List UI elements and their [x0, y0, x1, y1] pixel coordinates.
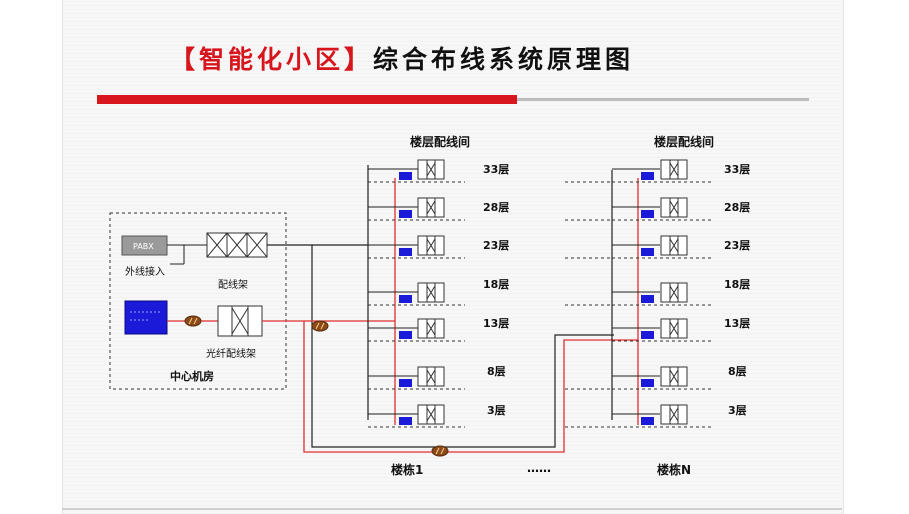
pabx-unit: PABX [121, 235, 168, 256]
building-n-label: 楼栋N [657, 462, 691, 477]
building-1-riser [367, 159, 465, 428]
b1-floor-label: 28层 [483, 201, 509, 214]
bn-floor-label: 3层 [728, 404, 747, 417]
b1-floor-label: 13层 [483, 317, 509, 330]
bn-closet-label: 楼层配线间 [654, 134, 714, 149]
trunk-coil-icon [311, 320, 329, 332]
b1-floor-label: 3层 [487, 404, 506, 417]
b1-floor-label: 8层 [487, 365, 506, 378]
bn-floor-row [565, 197, 712, 221]
building-1-label: 楼栋1 [391, 462, 423, 477]
pabx-label: PABX [133, 242, 154, 251]
outside-line-label: 外线接入 [125, 265, 165, 278]
bn-floor-row [565, 366, 712, 390]
b1-floor-row [368, 235, 465, 259]
center-room-label: 中心机房 [170, 369, 214, 383]
title-highlight: 智能化小区 [199, 45, 345, 74]
building-link-coil-icon [431, 445, 449, 457]
b1-closet-label: 楼层配线间 [410, 134, 470, 149]
fiber-coil-icon [184, 315, 202, 327]
bn-floor-label: 23层 [724, 239, 750, 252]
fiber-switch [124, 300, 168, 335]
bn-floor-row [565, 235, 712, 259]
title-bracket-right: 】 [344, 45, 374, 74]
title-grey-bar [517, 98, 809, 101]
patch-frame [206, 232, 268, 258]
b1-floor-row [368, 404, 465, 428]
bn-floor-row [612, 318, 712, 342]
slide-background [62, 0, 844, 514]
title-bracket-left: 【 [170, 45, 200, 74]
bn-floor-label: 28层 [724, 201, 750, 214]
b1-floor-row [368, 318, 465, 342]
patch-frame-label: 配线架 [218, 278, 248, 291]
b1-floor-label: 23层 [483, 239, 509, 252]
bottom-line [62, 508, 842, 510]
b1-floor-label: 33层 [483, 163, 509, 176]
b1-floor-row [368, 282, 465, 306]
fiber-distribution-frame [217, 305, 263, 337]
bn-floor-label: 13层 [724, 317, 750, 330]
b1-floor-row [368, 366, 465, 390]
bn-floor-label: 18层 [724, 278, 750, 291]
title-main: 综合布线系统原理图 [373, 45, 635, 74]
bn-floor-label: 8层 [728, 365, 747, 378]
bn-floor-row [565, 282, 712, 306]
title-red-bar [97, 95, 517, 104]
page-title: 【智能化小区】综合布线系统原理图 [170, 40, 634, 80]
b1-floor-row [368, 197, 465, 221]
ellipsis-label: …… [527, 461, 551, 475]
b1-floor-row [368, 159, 465, 183]
bn-floor-label: 33层 [724, 163, 750, 176]
bn-floor-row [565, 159, 712, 183]
building-n-riser [565, 159, 712, 428]
fiber-frame-label: 光纤配线架 [206, 347, 256, 360]
b1-floor-label: 18层 [483, 278, 509, 291]
center-room-box [109, 212, 287, 390]
bn-floor-row [565, 404, 712, 428]
